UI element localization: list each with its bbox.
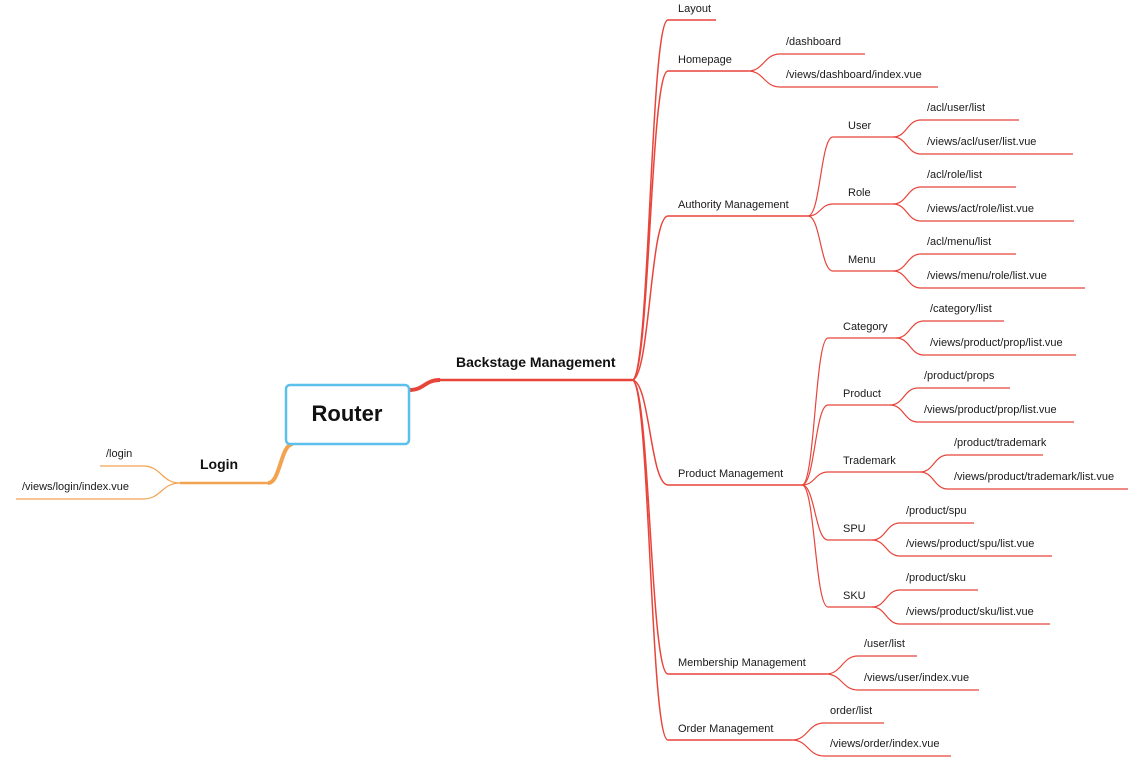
edge-product-management-child-3 bbox=[801, 484, 829, 541]
login-label: Login bbox=[200, 456, 238, 472]
edge-authority-management-child-1 bbox=[807, 203, 834, 217]
category-leaf-0: /category/list bbox=[930, 303, 992, 315]
branch-order-management: Order Management bbox=[678, 723, 773, 735]
edge-product-leaf-0 bbox=[889, 387, 919, 406]
branch-authority-management: Authority Management bbox=[678, 199, 789, 211]
menu-leaf-0: /acl/menu/list bbox=[927, 236, 991, 248]
edge-backstage-child-1 bbox=[631, 70, 669, 381]
branch-layout: Layout bbox=[678, 3, 711, 15]
trademark-leaf-1: /views/product/trademark/list.vue bbox=[954, 471, 1114, 483]
order-management-leaf-1: /views/order/index.vue bbox=[830, 738, 939, 750]
product-management-child-sku: SKU bbox=[843, 590, 866, 602]
category-leaf-1: /views/product/prop/list.vue bbox=[930, 337, 1063, 349]
role-leaf-1: /views/act/role/list.vue bbox=[927, 203, 1034, 215]
edge-product-management-child-4 bbox=[801, 484, 829, 608]
edge-spu-leaf-0 bbox=[871, 522, 901, 541]
edge-sku-leaf-1 bbox=[871, 606, 901, 625]
edge-product-management-child-2 bbox=[801, 471, 829, 486]
product-management-child-product: Product bbox=[843, 388, 881, 400]
product-management-child-category: Category bbox=[843, 321, 888, 333]
branch-homepage: Homepage bbox=[678, 54, 732, 66]
edge-login-child-1 bbox=[142, 482, 181, 500]
edge-order-management-leaf-1 bbox=[791, 739, 825, 757]
edge-root-login bbox=[267, 442, 294, 485]
connector-lines bbox=[142, 19, 949, 757]
root-node-label: Router bbox=[312, 401, 383, 426]
menu-leaf-1: /views/menu/role/list.vue bbox=[927, 270, 1047, 282]
edge-homepage-leaf-1 bbox=[747, 70, 781, 88]
edge-login-child-0 bbox=[142, 465, 181, 484]
login-child-login: /login bbox=[106, 448, 132, 460]
edge-homepage-leaf-0 bbox=[747, 53, 781, 72]
product-leaf-1: /views/product/prop/list.vue bbox=[924, 404, 1057, 416]
product-management-child-spu: SPU bbox=[843, 523, 866, 535]
edge-role-leaf-1 bbox=[892, 203, 922, 222]
edge-backstage-child-2 bbox=[631, 215, 669, 381]
user-leaf-1: /views/acl/user/list.vue bbox=[927, 136, 1036, 148]
login-child-views-login-index-vue: /views/login/index.vue bbox=[22, 481, 129, 493]
edge-order-management-leaf-0 bbox=[791, 722, 825, 741]
edge-backstage-child-5 bbox=[631, 379, 669, 741]
edge-sku-leaf-0 bbox=[871, 589, 901, 608]
edge-authority-management-child-2 bbox=[807, 215, 834, 272]
edge-spu-leaf-1 bbox=[871, 539, 901, 557]
membership-management-leaf-1: /views/user/index.vue bbox=[864, 672, 969, 684]
edge-product-management-child-1 bbox=[801, 404, 829, 486]
homepage-leaf-0: /dashboard bbox=[786, 36, 841, 48]
authority-management-child-user: User bbox=[848, 120, 872, 132]
authority-management-child-menu: Menu bbox=[848, 254, 876, 266]
sku-leaf-0: /product/sku bbox=[906, 572, 966, 584]
node-underlines bbox=[16, 19, 1128, 757]
edge-user-leaf-1 bbox=[892, 136, 922, 155]
edge-authority-management-child-0 bbox=[807, 136, 834, 217]
order-management-leaf-0: order/list bbox=[830, 705, 872, 717]
edge-menu-leaf-1 bbox=[892, 270, 922, 289]
branch-membership-management: Membership Management bbox=[678, 657, 806, 669]
trademark-leaf-0: /product/trademark bbox=[954, 437, 1047, 449]
membership-management-leaf-0: /user/list bbox=[864, 638, 905, 650]
edge-category-leaf-0 bbox=[895, 320, 925, 339]
edge-menu-leaf-0 bbox=[892, 253, 922, 272]
mindmap-nodes: Router Backstage ManagementLogin/login/vi… bbox=[22, 3, 1114, 750]
edge-user-leaf-0 bbox=[892, 119, 922, 138]
edge-root-backstage bbox=[408, 378, 441, 392]
edge-category-leaf-1 bbox=[895, 337, 925, 356]
product-leaf-0: /product/props bbox=[924, 370, 995, 382]
homepage-leaf-1: /views/dashboard/index.vue bbox=[786, 69, 922, 81]
root-node-box bbox=[284, 383, 411, 446]
edge-backstage-child-4 bbox=[631, 379, 669, 675]
backstage-label: Backstage Management bbox=[456, 354, 616, 370]
edge-backstage-child-3 bbox=[631, 379, 669, 486]
spu-leaf-1: /views/product/spu/list.vue bbox=[906, 538, 1034, 550]
edge-trademark-leaf-0 bbox=[919, 454, 949, 473]
edge-membership-management-leaf-1 bbox=[825, 673, 859, 691]
edge-membership-management-leaf-0 bbox=[825, 655, 859, 675]
edge-product-management-child-0 bbox=[801, 337, 829, 486]
role-leaf-0: /acl/role/list bbox=[927, 169, 982, 181]
branch-product-management: Product Management bbox=[678, 468, 783, 480]
edge-trademark-leaf-1 bbox=[919, 471, 949, 490]
product-management-child-trademark: Trademark bbox=[843, 455, 896, 467]
authority-management-child-role: Role bbox=[848, 187, 871, 199]
sku-leaf-1: /views/product/sku/list.vue bbox=[906, 606, 1034, 618]
user-leaf-0: /acl/user/list bbox=[927, 102, 985, 114]
spu-leaf-0: /product/spu bbox=[906, 505, 967, 517]
edge-backstage-child-0 bbox=[631, 19, 669, 381]
edge-product-leaf-1 bbox=[889, 404, 919, 423]
edge-role-leaf-0 bbox=[892, 186, 922, 205]
